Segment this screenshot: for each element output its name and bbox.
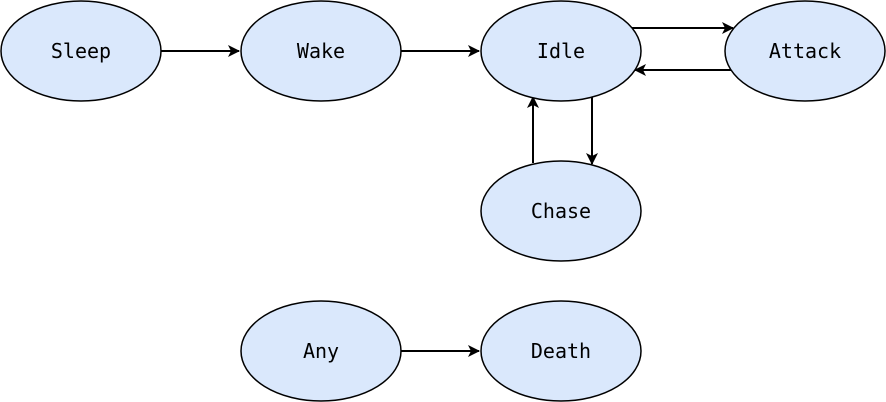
node-attack-shape [724,0,886,102]
edges [161,22,734,357]
node-wake[interactable]: Wake [240,0,402,102]
node-wake-label: Wake [297,39,345,63]
node-chase-label: Chase [531,199,591,223]
node-wake-shape [240,0,402,102]
node-sleep[interactable]: Sleep [0,0,162,102]
node-idle-shape [480,0,642,102]
node-chase-shape [480,160,642,262]
node-attack[interactable]: Attack [724,0,886,102]
node-any-shape [240,300,402,402]
node-idle[interactable]: Idle [480,0,642,102]
node-death-label: Death [531,339,591,363]
node-death[interactable]: Death [480,300,642,402]
node-idle-label: Idle [537,39,585,63]
node-sleep-shape [0,0,162,102]
node-any-label: Any [303,339,339,363]
node-any[interactable]: Any [240,300,402,402]
node-attack-label: Attack [769,39,841,63]
node-chase[interactable]: Chase [480,160,642,262]
node-death-shape [480,300,642,402]
node-sleep-label: Sleep [51,39,111,63]
